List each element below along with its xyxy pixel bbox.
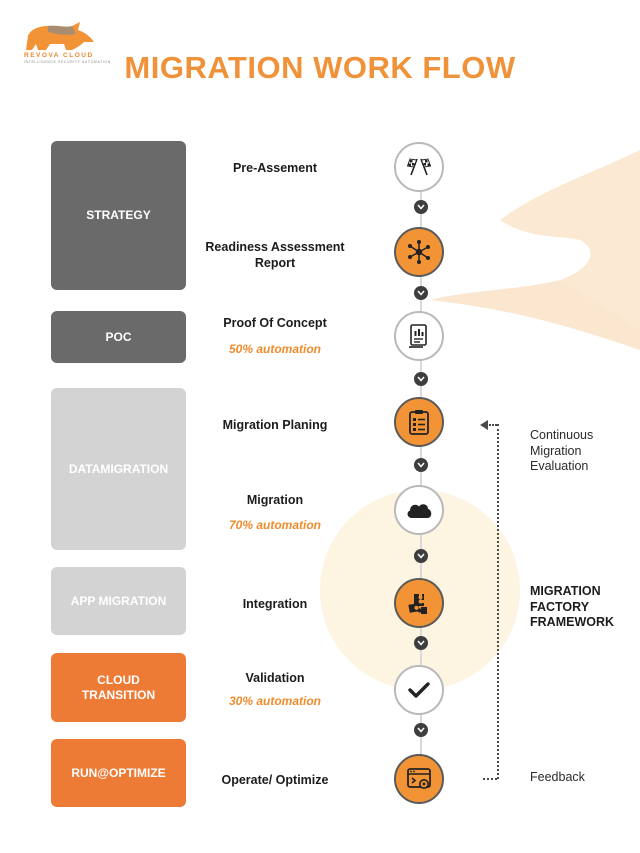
company-logo bbox=[20, 20, 100, 68]
node-integration bbox=[394, 578, 444, 628]
connector-5 bbox=[414, 549, 428, 563]
network-hub-icon bbox=[408, 240, 430, 264]
automation-migration: 70% automation bbox=[228, 518, 321, 532]
feedback-loop-top bbox=[489, 424, 497, 426]
rhino-logo-icon bbox=[26, 22, 94, 50]
automation-validation: 30% automation bbox=[228, 694, 321, 708]
node-validation bbox=[394, 665, 444, 715]
automation-poc: 50% automation bbox=[228, 342, 321, 356]
checkmark-icon bbox=[408, 682, 430, 698]
browser-gear-icon bbox=[407, 768, 431, 789]
cloud-icon bbox=[407, 504, 432, 518]
phase-poc: POC bbox=[51, 311, 186, 363]
puzzle-pieces-icon bbox=[408, 594, 427, 614]
document-chart-icon bbox=[409, 324, 427, 348]
step-label-readiness-report: Readiness Assessment Report bbox=[205, 240, 345, 270]
phase-strategy: STRATEGY bbox=[51, 141, 186, 290]
step-label-validation: Validation bbox=[245, 671, 305, 685]
node-migration bbox=[394, 485, 444, 535]
framework-label: MIGRATION FACTORY FRAMEWORK bbox=[530, 584, 615, 629]
clipboard-checklist-icon bbox=[409, 410, 429, 435]
step-label-migration: Migration bbox=[246, 493, 304, 507]
node-proof-of-concept bbox=[394, 311, 444, 361]
connector-4 bbox=[414, 458, 428, 472]
step-label-operate-optimize: Operate/ Optimize bbox=[221, 773, 329, 787]
timeline-line bbox=[420, 180, 422, 780]
feedback-arrow-icon bbox=[480, 420, 488, 430]
connector-3 bbox=[414, 372, 428, 386]
phase-datamigration: DATAMIGRATION bbox=[51, 388, 186, 550]
connector-2 bbox=[414, 286, 428, 300]
connector-7 bbox=[414, 723, 428, 737]
continuous-evaluation-label: Continuous Migration Evaluation bbox=[530, 428, 594, 473]
logo-tagline: INTELLIGENCE SECURITY AUTOMATION bbox=[24, 60, 111, 64]
feedback-loop-bottom bbox=[483, 778, 497, 780]
connector-6 bbox=[414, 636, 428, 650]
logo-name: REVOVA CLOUD bbox=[24, 52, 94, 59]
step-label-integration: Integration bbox=[242, 597, 308, 611]
node-operate-optimize bbox=[394, 754, 444, 804]
node-migration-planing bbox=[394, 397, 444, 447]
phase-app-migration: APP MIGRATION bbox=[51, 567, 186, 635]
phase-cloud-transition: CLOUD TRANSITION bbox=[51, 653, 186, 722]
phase-run-optimize: RUN@OPTIMIZE bbox=[51, 739, 186, 807]
step-label-pre-assessment: Pre-Assement bbox=[232, 161, 318, 175]
checkered-flags-icon bbox=[406, 158, 432, 176]
step-label-proof-of-concept: Proof Of Concept bbox=[223, 316, 327, 330]
node-pre-assessment bbox=[394, 142, 444, 192]
feedback-label: Feedback bbox=[530, 770, 585, 784]
page-title: MIGRATION WORK FLOW bbox=[124, 50, 516, 85]
step-label-migration-planing: Migration Planing bbox=[222, 418, 328, 432]
node-readiness-report bbox=[394, 227, 444, 277]
connector-1 bbox=[414, 200, 428, 214]
feedback-loop-line bbox=[497, 424, 499, 779]
